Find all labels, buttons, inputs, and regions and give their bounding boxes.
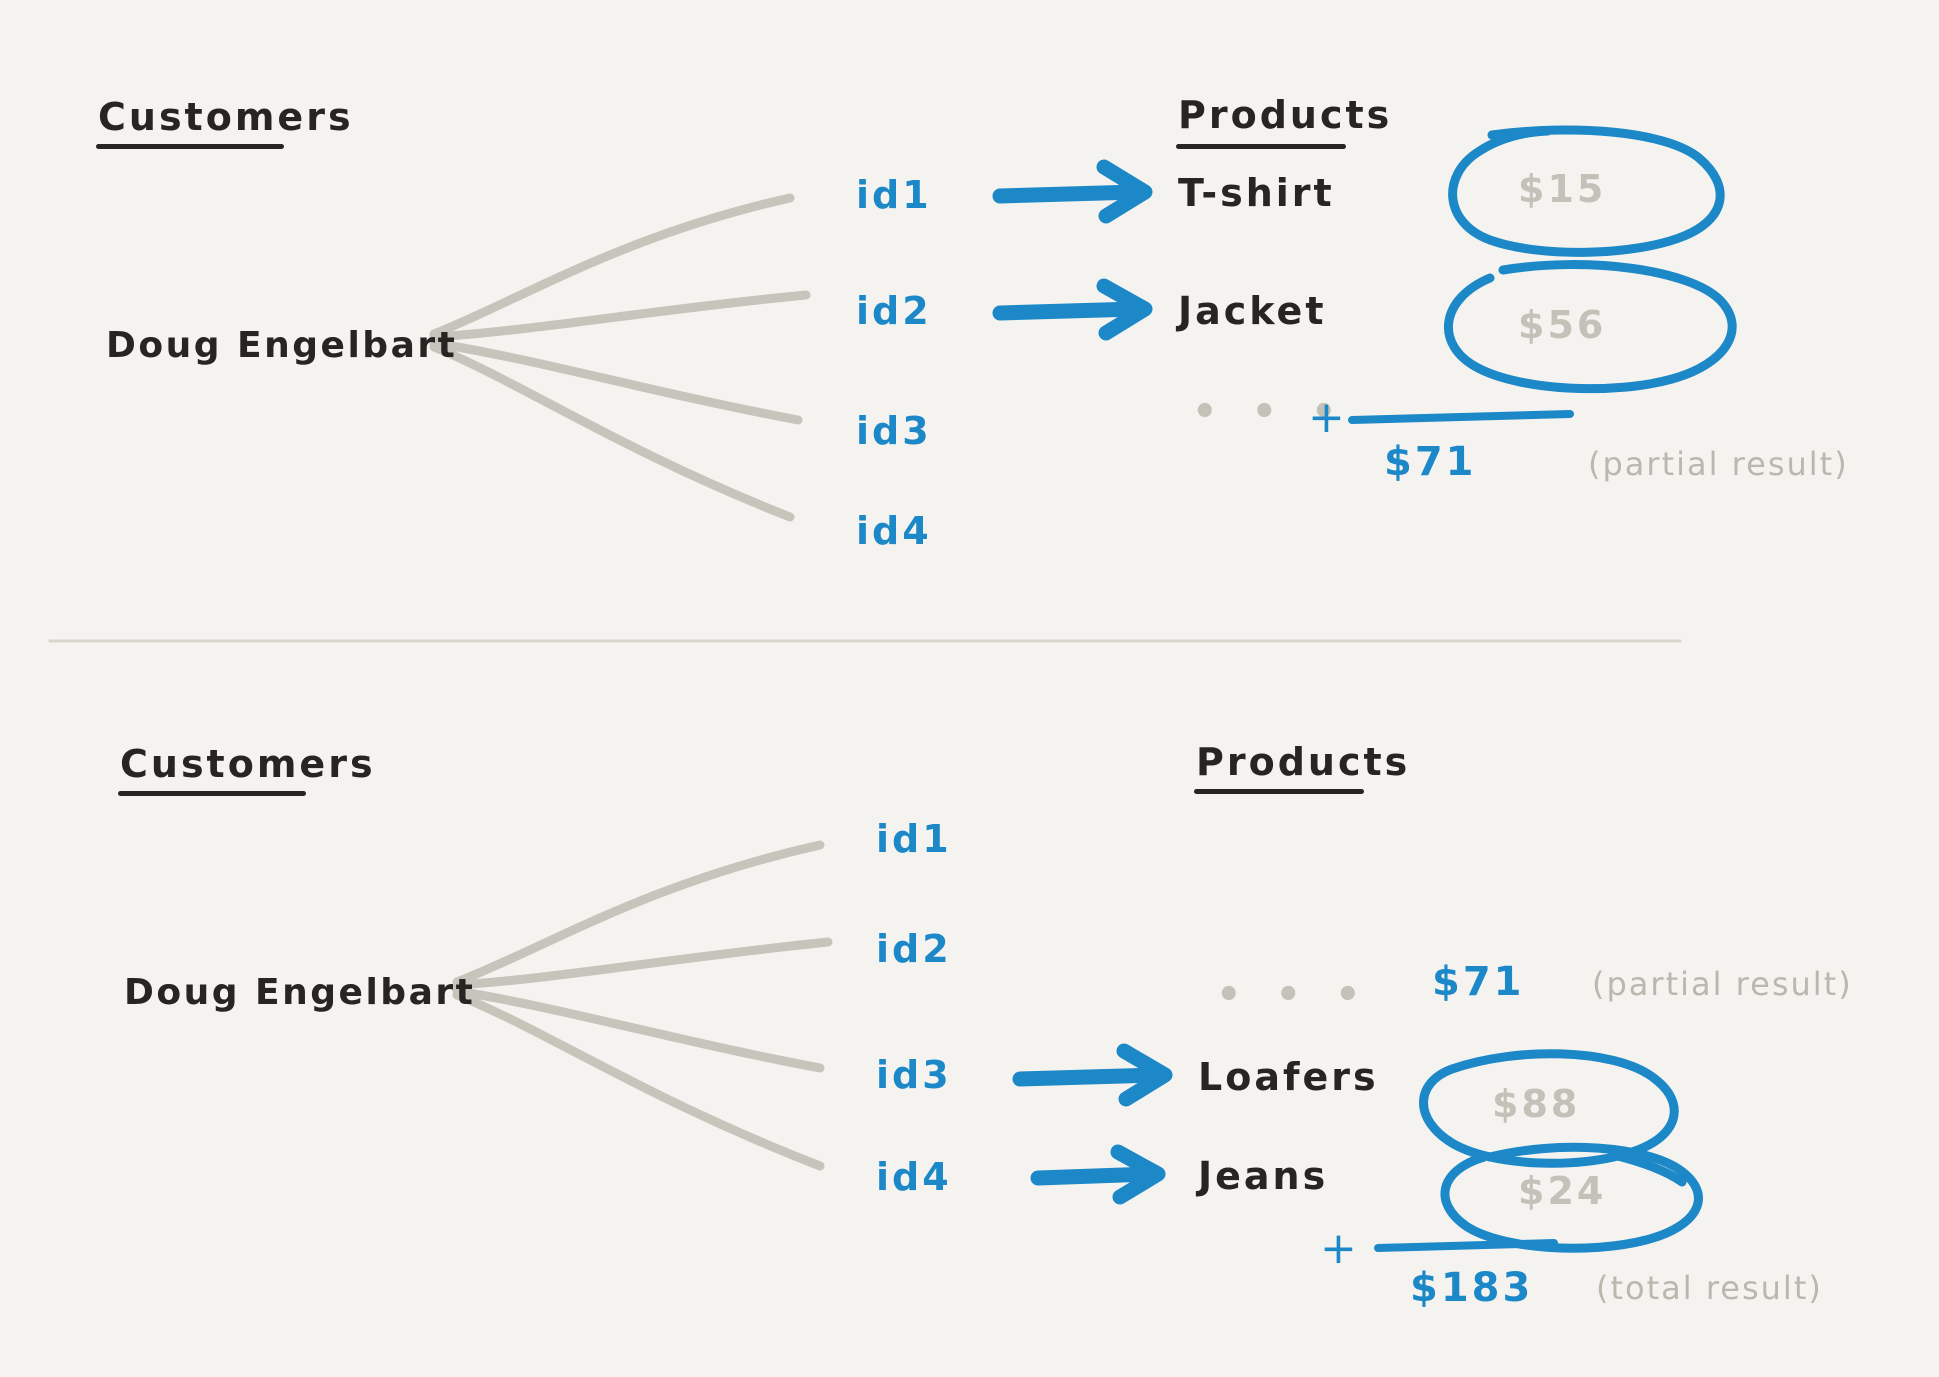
arrow-id4-to-jeans [1030,1144,1166,1205]
id-label-top-4: id4 [856,509,932,553]
sum-rule-bottom [1374,1239,1558,1252]
products-heading-bottom: Products [1196,740,1411,784]
product-label-jeans: Jeans [1198,1154,1329,1198]
carried-value-bottom: $71 [1432,959,1525,1005]
sum-note-top: (partial result) [1588,445,1849,483]
customers-heading-top: Customers [98,95,354,139]
price-loafers: $88 [1492,1082,1581,1126]
customer-name-top: Doug Engelbart [106,325,458,366]
products-heading-underline-bottom [1194,789,1364,794]
products-heading-underline-top [1176,144,1346,149]
customers-heading-underline-bottom [118,791,306,796]
product-label-jacket: Jacket [1178,289,1327,333]
id-label-top-3: id3 [856,409,932,453]
arrow-id3-to-loafers [1012,1043,1173,1107]
fan-lines-bottom [452,840,833,1171]
id-label-bottom-4: id4 [876,1155,952,1199]
sum-value-bottom: $183 [1410,1265,1534,1311]
plus-sign-top: + [1308,392,1345,443]
product-label-tshirt: T-shirt [1178,171,1335,215]
sum-value-top: $71 [1384,439,1477,485]
ellipsis-top: • • • [1192,389,1347,435]
customers-heading-bottom: Customers [120,742,376,786]
ellipsis-bottom: • • • [1216,972,1371,1018]
arrow-id2-to-jacket [992,278,1153,341]
fan-lines-top [429,193,811,522]
sum-rule-top [1348,410,1574,424]
price-tshirt: $15 [1518,167,1607,211]
customers-heading-underline-top [96,144,284,149]
price-jeans: $24 [1518,1169,1607,1213]
id-label-top-1: id1 [856,173,932,217]
products-heading-top: Products [1178,93,1393,137]
plus-sign-bottom: + [1320,1223,1357,1274]
product-label-loafers: Loafers [1198,1055,1379,1099]
arrow-id1-to-tshirt [992,159,1153,224]
id-label-top-2: id2 [856,289,932,333]
customer-name-bottom: Doug Engelbart [124,972,476,1013]
price-jacket: $56 [1518,303,1607,347]
carried-note-bottom: (partial result) [1592,965,1853,1003]
id-label-bottom-2: id2 [876,927,952,971]
sum-note-bottom: (total result) [1596,1269,1823,1307]
id-label-bottom-1: id1 [876,817,952,861]
id-label-bottom-3: id3 [876,1053,952,1097]
